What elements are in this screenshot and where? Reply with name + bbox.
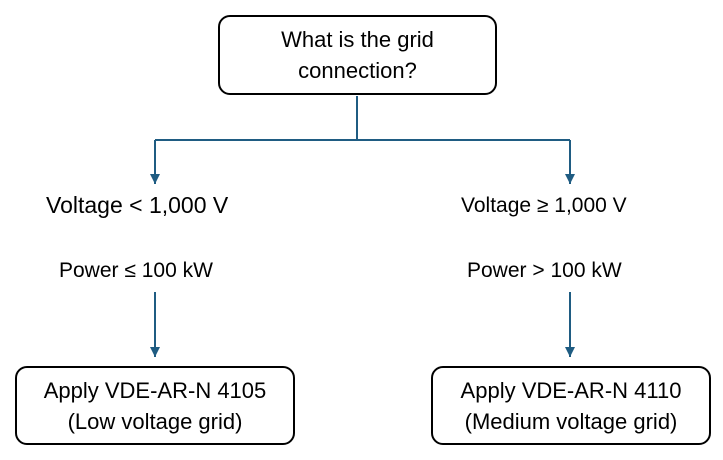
right-result-line1: Apply VDE-AR-N 4110 (460, 377, 682, 403)
left-result-box: Apply VDE-AR-N 4105 (Low voltage grid) (15, 366, 295, 445)
left-power-condition: Power ≤ 100 kW (59, 259, 213, 282)
right-result-box: Apply VDE-AR-N 4110 (Medium voltage grid… (431, 366, 711, 445)
right-result-line2: (Medium voltage grid) (464, 408, 678, 434)
left-result-line1: Apply VDE-AR-N 4105 (43, 377, 267, 403)
root-question-line1: What is the grid (281, 27, 434, 52)
right-voltage-condition: Voltage ≥ 1,000 V (461, 194, 627, 217)
right-power-condition: Power > 100 kW (467, 259, 622, 282)
root-question-box: What is the grid connection? (218, 15, 497, 95)
left-voltage-condition: Voltage < 1,000 V (46, 192, 229, 218)
root-question-line2: connection? (298, 58, 417, 83)
left-result-line2: (Low voltage grid) (67, 408, 243, 434)
